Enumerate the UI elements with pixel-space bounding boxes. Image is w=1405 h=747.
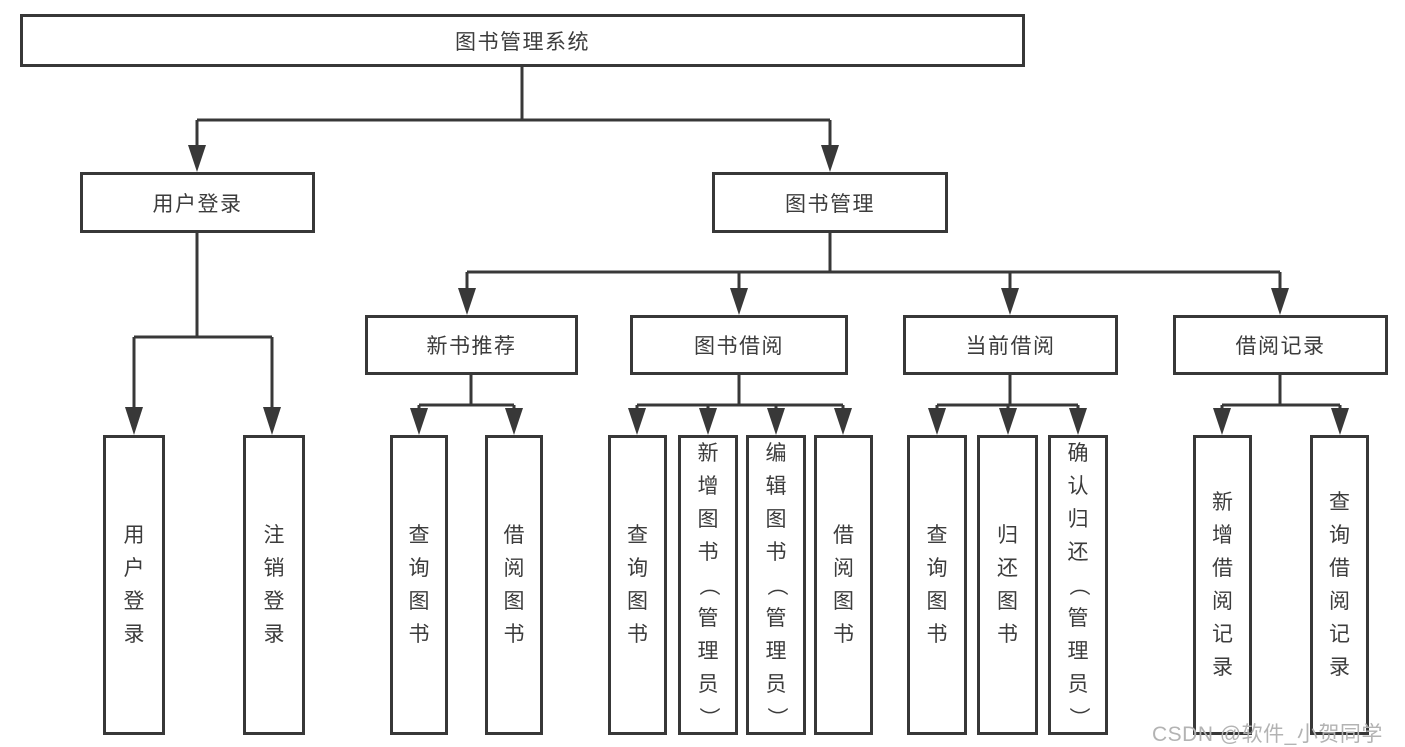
- leaf-add-books-admin: 新增图书（管理员）: [678, 435, 738, 735]
- leaf-query-books-recommend: 查询图书: [390, 435, 448, 735]
- leaf-query-borrow-record: 查询借阅记录: [1310, 435, 1369, 735]
- node-current-borrow: 当前借阅: [903, 315, 1118, 375]
- node-borrow-records: 借阅记录: [1173, 315, 1388, 375]
- watermark: CSDN @软件_小贺同学: [1152, 723, 1383, 746]
- node-new-book-recommend: 新书推荐: [365, 315, 578, 375]
- leaf-confirm-return-admin: 确认归还（管理员）: [1048, 435, 1108, 735]
- node-book-borrow: 图书借阅: [630, 315, 848, 375]
- leaf-edit-books-admin: 编辑图书（管理员）: [746, 435, 806, 735]
- leaf-return-books: 归还图书: [977, 435, 1038, 735]
- leaf-logout-login: 注销登录: [243, 435, 305, 735]
- leaf-borrow-books-recommend: 借阅图书: [485, 435, 543, 735]
- leaf-query-books-current: 查询图书: [907, 435, 967, 735]
- leaf-user-login: 用户登录: [103, 435, 165, 735]
- node-user-login: 用户登录: [80, 172, 315, 233]
- node-book-management: 图书管理: [712, 172, 948, 233]
- leaf-borrow-books: 借阅图书: [814, 435, 873, 735]
- node-root: 图书管理系统: [20, 14, 1025, 67]
- leaf-add-borrow-record: 新增借阅记录: [1193, 435, 1252, 735]
- leaf-query-books-borrow: 查询图书: [608, 435, 667, 735]
